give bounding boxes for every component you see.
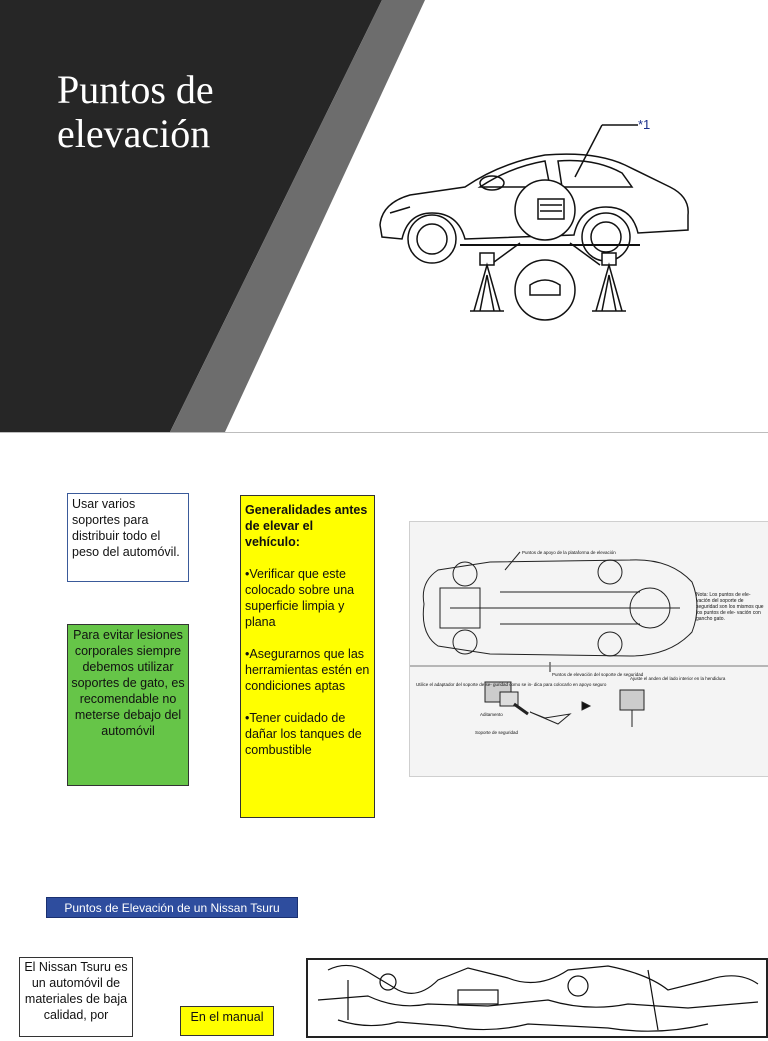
gray-stripe [170, 0, 425, 432]
detail-circle-bottom [514, 259, 576, 321]
dark-panel [0, 0, 382, 432]
label-bottom: Puntos de elevación del soporte de segur… [552, 672, 644, 677]
title-line-1: Puntos de [57, 67, 214, 112]
slide-title: Puntos de elevación [57, 68, 317, 156]
checklist-item: •Asegurarnos que las herramientas estén … [245, 647, 370, 693]
label-adjust: Ajuste el anden del lado interior en la … [630, 676, 726, 681]
car-lift-illustration: *1 [379, 117, 689, 321]
diagram-note: Nota: Los puntos de ele- vación del sopo… [696, 592, 764, 622]
car-body [379, 153, 689, 240]
slide-background [0, 0, 425, 432]
label-top: Puntos de apoyo de la plataforma de elev… [522, 550, 616, 555]
slide-separator [0, 432, 768, 433]
section-title-bar: Puntos de Elevación de un Nissan Tsuru [46, 897, 298, 918]
front-window [477, 160, 551, 188]
callout-label: *1 [638, 117, 650, 132]
general-checklist: Generalidades antes de elevar el vehícul… [240, 495, 375, 818]
underbody-diagram: Puntos de apoyo de la plataforma de elev… [409, 521, 768, 777]
manual-note: En el manual [180, 1006, 274, 1036]
label-attach: Aditamento [480, 712, 503, 717]
supports-note: Usar varios soportes para distribuir tod… [67, 493, 189, 582]
checklist-title: Generalidades antes de elevar el vehícul… [245, 503, 368, 549]
car-underbody [422, 559, 698, 657]
safety-note: Para evitar lesiones corporales siempre … [67, 624, 189, 786]
checklist-item: •Verificar que este colocado sobre una s… [245, 567, 355, 629]
engine-bay-diagram [306, 958, 768, 1038]
title-line-2: elevación [57, 111, 211, 156]
front-wheel [407, 214, 457, 264]
label-left: Utilice el adaptador del soporte de se- … [416, 682, 607, 687]
engine-bay-drawing [317, 964, 759, 1032]
title-slide: Puntos de elevación [0, 0, 768, 432]
left-jack-stand [473, 262, 501, 312]
tsuru-note: El Nissan Tsuru es un automóvil de mater… [19, 957, 133, 1037]
underbody-drawing: Puntos de apoyo de la plataforma de elev… [410, 550, 768, 735]
right-jack-stand [595, 262, 623, 312]
label-support: Soporte de seguridad [475, 730, 519, 735]
rear-window [557, 159, 634, 188]
checklist-item: •Tener cuidado de dañar los tanques de c… [245, 711, 362, 757]
